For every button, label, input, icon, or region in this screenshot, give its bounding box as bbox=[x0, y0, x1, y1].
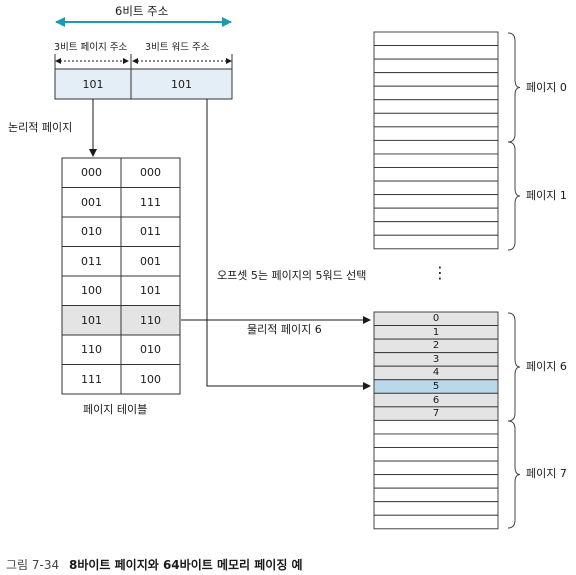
memory-word-row bbox=[373, 460, 499, 476]
memory-word-row bbox=[373, 85, 499, 101]
offset-label: 오프셋 5는 페이지의 5워드 선택 bbox=[217, 269, 367, 282]
figure-number: 그림 7-34 bbox=[6, 558, 60, 572]
page-brace-0 bbox=[507, 32, 521, 143]
page-table-logical-value: 101 bbox=[81, 313, 102, 327]
memory-word-label: 7 bbox=[432, 408, 440, 420]
memory-pages-0-1 bbox=[373, 31, 499, 250]
page-table-row-5-logical-cell bbox=[61, 305, 122, 336]
memory-word-row bbox=[373, 45, 499, 60]
memory-word-row bbox=[373, 221, 499, 236]
memory-word-row bbox=[373, 447, 499, 462]
page-label-7: 페이지 7 bbox=[526, 467, 567, 480]
page-table-physical-value: 001 bbox=[140, 254, 161, 268]
memory-word-label: 4 bbox=[432, 367, 440, 379]
memory-word-row bbox=[373, 31, 499, 47]
memory-word-label: 3 bbox=[432, 353, 440, 365]
page-table-logical-value: 011 bbox=[81, 254, 102, 268]
memory-word-label: 0 bbox=[432, 313, 440, 325]
memory-word-label: 6 bbox=[432, 394, 440, 406]
page-table-logical-value: 001 bbox=[81, 195, 102, 209]
page-table-row-7-logical-cell bbox=[61, 364, 122, 395]
memory-pages-6-7 bbox=[373, 311, 499, 530]
logical-page-label: 논리적 페이지 bbox=[8, 121, 73, 134]
word-bits-label: 3비트 워드 주소 bbox=[145, 42, 210, 53]
address-total-label: 6비트 주소 bbox=[115, 4, 169, 18]
memory-word-row bbox=[373, 153, 499, 168]
word-address-value: 101 bbox=[171, 77, 192, 91]
page-table-physical-value: 011 bbox=[140, 225, 161, 239]
memory-word-row bbox=[373, 501, 499, 516]
page-table-physical-value: 101 bbox=[140, 284, 161, 298]
page-table-caption: 페이지 테이블 bbox=[83, 403, 148, 416]
memory-word-row bbox=[373, 139, 499, 155]
page-bits-label: 3비트 페이지 주소 bbox=[54, 42, 128, 53]
page-table bbox=[61, 157, 181, 395]
page-brace-3 bbox=[507, 420, 521, 529]
memory-word-row bbox=[373, 112, 499, 128]
page-brace-1 bbox=[507, 141, 521, 251]
page-label-0: 페이지 0 bbox=[526, 81, 567, 94]
page-table-logical-value: 010 bbox=[81, 225, 102, 239]
ellipsis: ⋮ bbox=[432, 263, 448, 282]
page-brace-2 bbox=[507, 312, 521, 422]
memory-word-row bbox=[373, 207, 499, 223]
memory-word-row bbox=[373, 514, 499, 530]
page-table-physical-value: 110 bbox=[140, 313, 161, 327]
memory-word-row bbox=[373, 194, 499, 209]
memory-word-row bbox=[373, 419, 499, 435]
page-table-row-2-logical-cell bbox=[61, 216, 122, 247]
page-table-row-6-logical-cell bbox=[61, 334, 122, 365]
page-table-row-6-physical-cell bbox=[120, 334, 181, 365]
memory-word-row bbox=[373, 474, 499, 489]
memory-word-row bbox=[373, 58, 499, 74]
memory-word-row bbox=[373, 167, 499, 182]
figure-title: 8바이트 페이지와 64바이트 메모리 페이징 예 bbox=[68, 558, 303, 572]
page-table-logical-value: 110 bbox=[81, 343, 102, 357]
page-address-box bbox=[54, 68, 132, 100]
page-label-6: 페이지 6 bbox=[526, 360, 567, 373]
page-table-row-4-physical-cell bbox=[120, 275, 181, 306]
page-table-physical-value: 111 bbox=[140, 195, 161, 209]
page-table-logical-value: 111 bbox=[81, 372, 102, 386]
offset-arrow bbox=[206, 99, 371, 390]
page-table-logical-value: 000 bbox=[81, 166, 102, 180]
physical-page-label: 물리적 페이지 6 bbox=[247, 323, 322, 336]
word-address-box bbox=[130, 68, 233, 100]
memory-word-row bbox=[373, 180, 499, 196]
page-table-row-3-logical-cell bbox=[61, 246, 122, 277]
page-table-row-2-physical-cell bbox=[120, 216, 181, 247]
memory-word-row bbox=[373, 487, 499, 503]
page-braces bbox=[507, 32, 521, 529]
page-table-row-4-logical-cell bbox=[61, 275, 122, 306]
page-table-row-5-physical-cell bbox=[120, 305, 181, 336]
page-label-1: 페이지 1 bbox=[526, 189, 567, 202]
page-table-logical-value: 100 bbox=[81, 284, 102, 298]
memory-word-label: 2 bbox=[432, 340, 440, 352]
memory-word-row bbox=[373, 72, 499, 87]
memory-word-row bbox=[373, 234, 499, 250]
page-table-physical-value: 010 bbox=[140, 343, 161, 357]
memory-word-label: 1 bbox=[432, 326, 440, 338]
memory-word-row bbox=[373, 99, 499, 114]
page-table-physical-value: 000 bbox=[140, 166, 161, 180]
page-table-physical-value: 100 bbox=[140, 372, 161, 386]
memory-word-label: 5 bbox=[432, 381, 440, 393]
memory-word-row bbox=[373, 433, 499, 448]
memory-word-row bbox=[373, 126, 499, 141]
page-table-row-7-physical-cell bbox=[120, 364, 181, 395]
figure-caption: 그림 7-34 8바이트 페이지와 64바이트 메모리 페이징 예 bbox=[6, 556, 303, 573]
page-address-value: 101 bbox=[82, 77, 104, 91]
